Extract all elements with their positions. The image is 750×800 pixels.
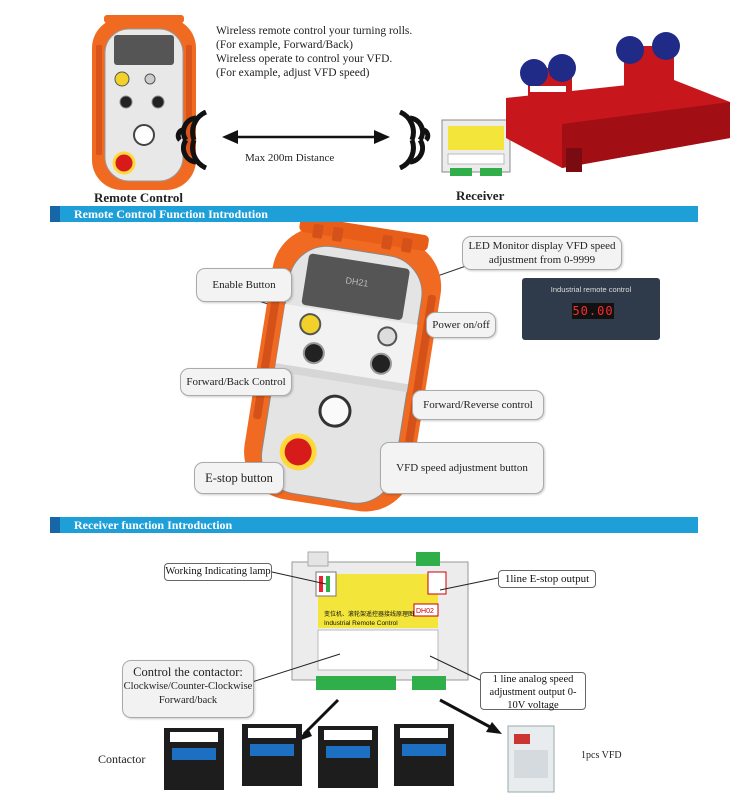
receiver-leader-lines (251, 571, 502, 742)
forward-reverse-callout: Forward/Reverse control (412, 390, 544, 420)
forward-back-callout: Forward/Back Control (180, 368, 292, 396)
vfd-speed-callout: VFD speed adjustment button (380, 442, 544, 494)
wireless-signal-icon (175, 110, 208, 170)
contactor-callout-sub1: Clockwise/Counter-Clockwise (123, 681, 253, 692)
contactor-label: Contactor (98, 752, 146, 766)
lcd-display-image: Industrial remote control 50.00 (522, 278, 660, 340)
analog-output-callout: 1 line analog speed adjustment output 0-… (480, 672, 586, 711)
enable-button-callout: Enable Button (196, 268, 292, 302)
estop-output-callout: 1line E-stop output (498, 570, 596, 588)
lcd-value: 50.00 (572, 303, 614, 319)
section-title: Receiver function Introduction (74, 518, 233, 532)
contactor-callout-sub2: Forward/back (158, 695, 218, 706)
contactor-callout: Control the contactor: Clockwise/Counter… (122, 660, 254, 718)
receiver-label: Receiver (456, 188, 505, 203)
contactor-callout-title: Control the contactor: (133, 665, 243, 679)
double-arrow-icon (222, 130, 390, 144)
receiver-board-model: DH02 (416, 608, 434, 615)
wireless-signal-icon (398, 110, 431, 170)
turning-roll-image (506, 32, 730, 172)
section-header-cap (50, 517, 60, 533)
remote-control-large-image: DH21 (244, 222, 442, 512)
receiver-board-title-cn: 变位机、滚轮架遥控器接线原理图 (324, 610, 414, 618)
contactor-images (164, 724, 454, 790)
vfd-label: 1pcs VFD (581, 750, 622, 761)
working-lamp-callout: Working Indicating lamp (164, 563, 272, 581)
remote-model-label: DH21 (345, 275, 369, 288)
vfd-image (507, 725, 555, 793)
distance-label: Max 200m Distance (245, 152, 335, 164)
contactor-image (394, 724, 454, 786)
remote-control-label: Remote Control (94, 190, 183, 205)
contactor-image (242, 724, 302, 786)
section-header-cap (50, 206, 60, 222)
power-callout: Power on/off (426, 312, 496, 338)
led-monitor-callout: LED Monitor display VFD speed adjustment… (462, 236, 622, 270)
receiver-board-title-en: Industrial Remote Control (324, 620, 398, 627)
estop-callout: E-stop button (194, 462, 284, 494)
intro-text: Wireless remote control your turning rol… (216, 25, 413, 79)
receiver-image (441, 119, 511, 176)
section-header-receiver: Receiver function Introduction (50, 517, 698, 533)
lcd-title: Industrial remote control (550, 285, 632, 294)
contactor-image (318, 726, 378, 788)
section-title: Remote Control Function Introdution (74, 207, 268, 221)
remote-control-image (92, 15, 196, 190)
section-header-remote: Remote Control Function Introdution (50, 206, 698, 222)
contactor-image (164, 728, 224, 790)
